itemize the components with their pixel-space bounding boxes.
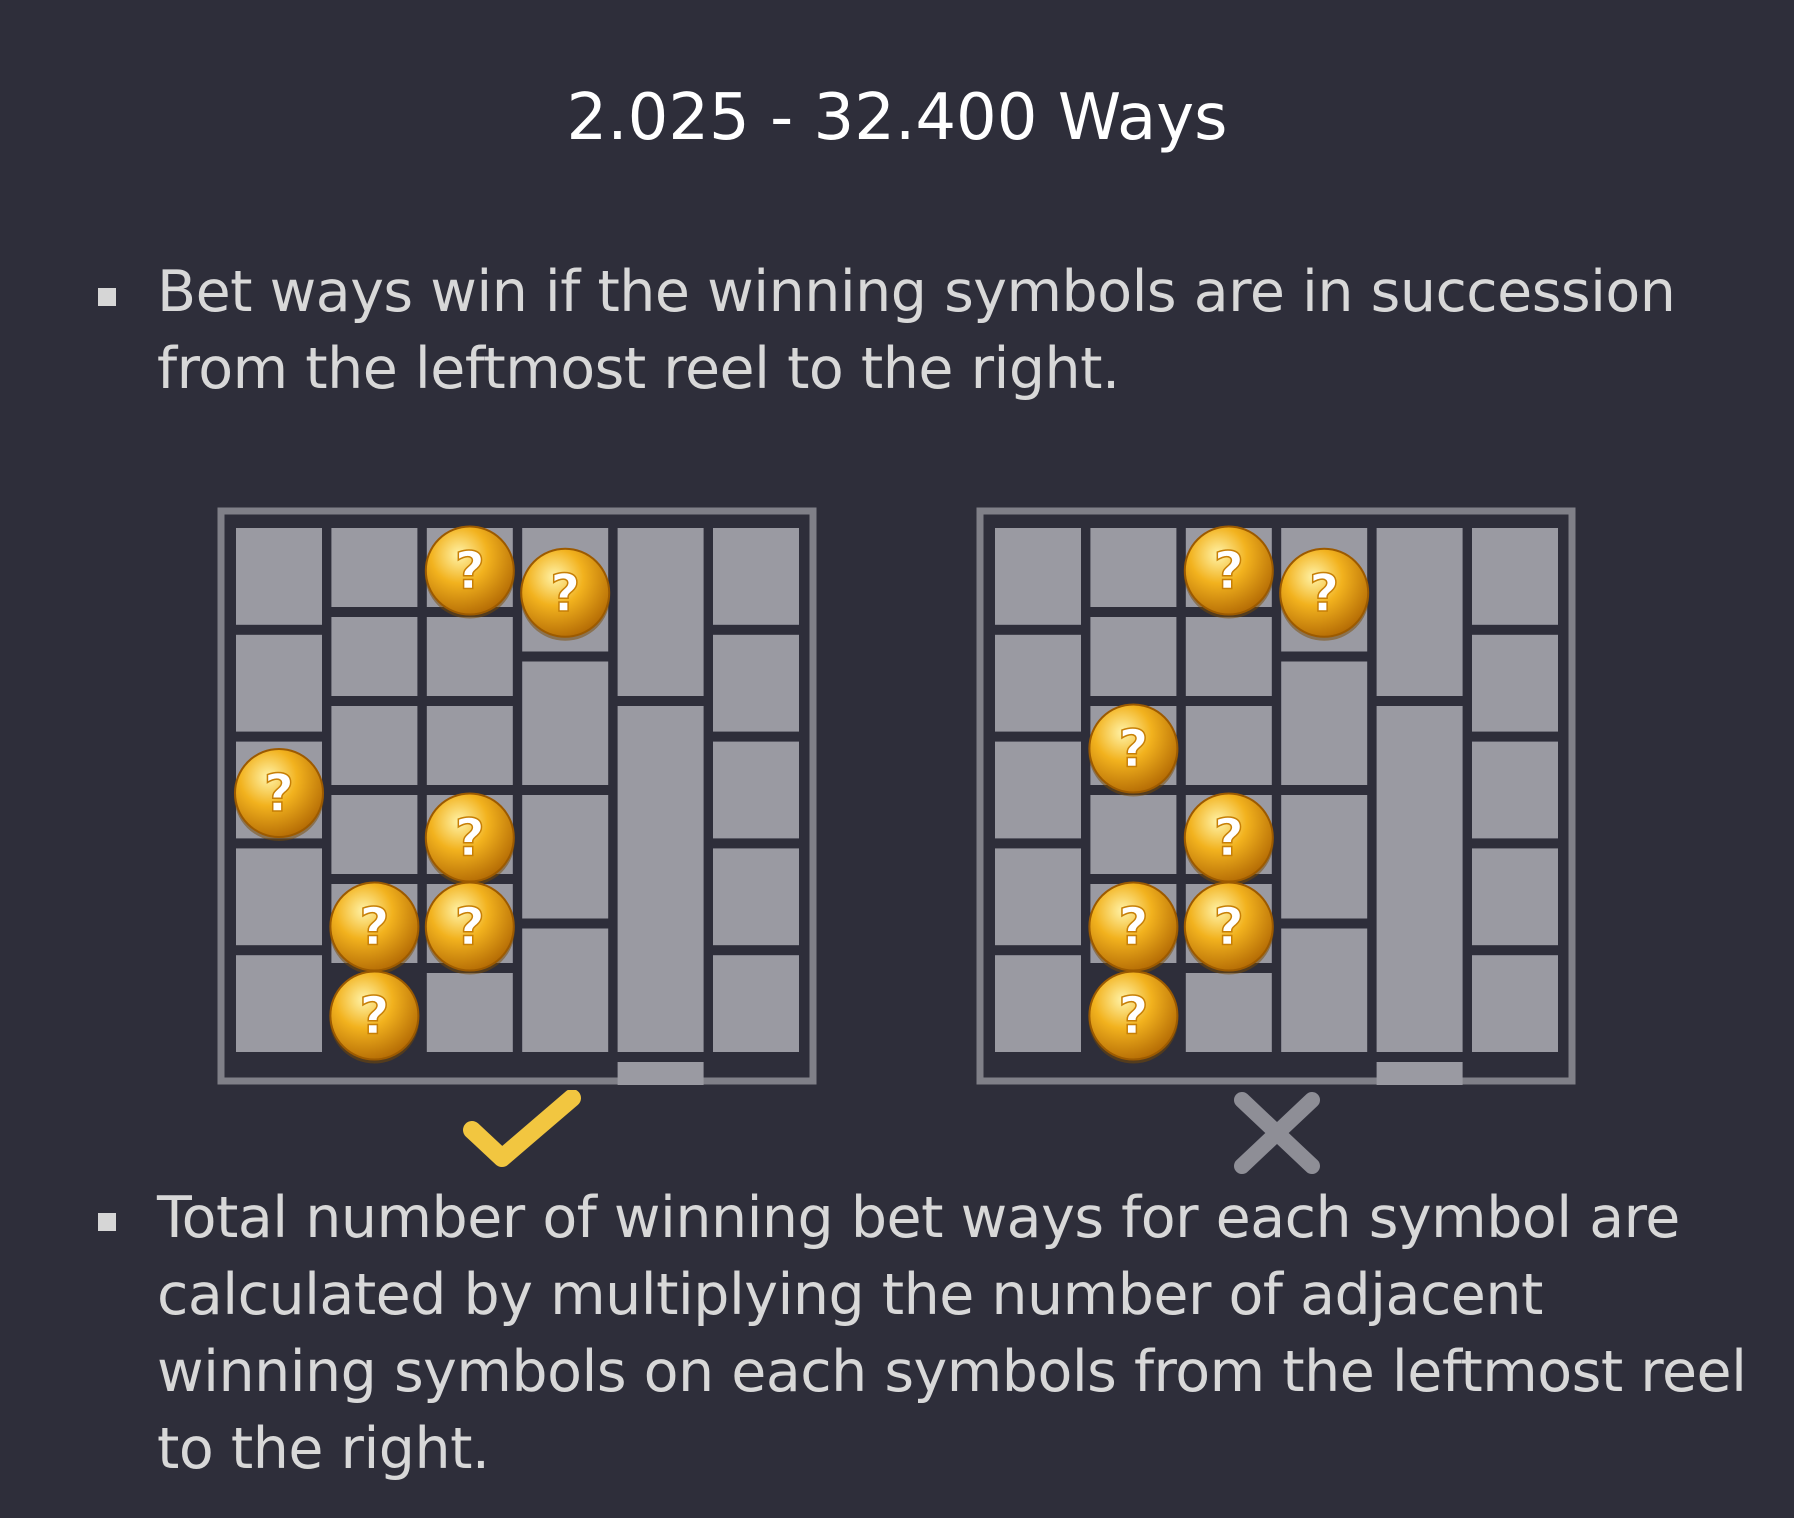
wild-symbol-icon: ? <box>424 792 515 886</box>
reel-block <box>1472 634 1558 732</box>
reel-block <box>1185 973 1272 1052</box>
reel-block <box>1472 955 1558 1052</box>
bullet-marker <box>98 288 116 306</box>
svg-text:?: ? <box>455 809 485 869</box>
reel-grid-valid: ??????? <box>217 507 817 1085</box>
reel-block <box>617 706 704 1052</box>
reel-block <box>713 848 799 946</box>
rule-succession-text: Bet ways win if the winning symbols are … <box>157 259 1676 402</box>
reel-block <box>236 955 322 1052</box>
reel-block <box>331 706 418 785</box>
reel-block <box>426 706 513 785</box>
reel-block <box>1472 528 1558 625</box>
reel-block <box>1090 617 1177 696</box>
reel-block <box>1090 528 1177 607</box>
reel-block <box>1376 1062 1463 1085</box>
wild-symbol-icon: ? <box>329 881 420 975</box>
svg-text:?: ? <box>1309 564 1339 624</box>
reel-block <box>236 528 322 625</box>
svg-text:?: ? <box>264 764 294 824</box>
svg-text:?: ? <box>1214 898 1244 958</box>
svg-text:?: ? <box>1214 542 1244 602</box>
reel-block <box>995 848 1081 946</box>
bullet-marker <box>98 1213 116 1231</box>
reel-block <box>713 955 799 1052</box>
reel-grid-invalid: ??????? <box>976 507 1576 1085</box>
wild-symbol-icon: ? <box>424 881 515 975</box>
reel-block <box>1281 661 1368 785</box>
page-title: 2.025 - 32.400 Ways <box>566 81 1228 155</box>
wild-symbol-icon: ? <box>424 525 515 619</box>
wild-symbol-icon: ? <box>329 970 420 1064</box>
reel-block <box>713 634 799 732</box>
reel-block <box>1376 706 1463 1052</box>
wild-symbol-icon: ? <box>1183 881 1274 975</box>
reel-block <box>1090 795 1177 874</box>
wild-symbol-icon: ? <box>1279 547 1370 641</box>
reel-block <box>522 661 609 785</box>
wild-symbol-icon: ? <box>1183 525 1274 619</box>
wild-symbol-icon: ? <box>1088 970 1179 1064</box>
reel-block <box>995 634 1081 732</box>
reel-block <box>1281 795 1368 919</box>
reel-block <box>995 741 1081 839</box>
reel-block <box>1376 528 1463 696</box>
wild-symbol-icon: ? <box>1088 881 1179 975</box>
svg-text:?: ? <box>550 564 580 624</box>
wild-symbol-icon: ? <box>234 748 324 841</box>
reel-block <box>331 795 418 874</box>
svg-text:?: ? <box>1118 720 1148 780</box>
reel-block <box>995 955 1081 1052</box>
reel-block <box>1185 706 1272 785</box>
reel-block <box>522 928 609 1052</box>
cross-icon <box>1234 1092 1320 1174</box>
reel-block <box>426 973 513 1052</box>
check-icon <box>463 1090 581 1167</box>
reel-block <box>1472 848 1558 946</box>
reel-block <box>995 528 1081 625</box>
reel-block <box>1281 928 1368 1052</box>
example-grid-valid: ??????? <box>217 507 817 1085</box>
reel-block <box>1472 741 1558 839</box>
reel-block <box>617 1062 704 1085</box>
reel-block <box>236 848 322 946</box>
rule-calculation-text: Total number of winning bet ways for eac… <box>157 1185 1747 1482</box>
reel-block <box>236 634 322 732</box>
reel-block <box>426 617 513 696</box>
reel-block <box>522 795 609 919</box>
reel-block <box>713 741 799 839</box>
svg-text:?: ? <box>1214 809 1244 869</box>
wild-symbol-icon: ? <box>1183 792 1274 886</box>
reel-block <box>331 617 418 696</box>
grid-frame <box>217 507 817 1085</box>
reel-block <box>617 528 704 696</box>
svg-text:?: ? <box>1118 898 1148 958</box>
svg-text:?: ? <box>359 987 389 1047</box>
svg-text:?: ? <box>455 898 485 958</box>
reel-block <box>331 528 418 607</box>
reel-block <box>713 528 799 625</box>
wild-symbol-icon: ? <box>1088 703 1179 797</box>
wild-symbol-icon: ? <box>520 547 611 641</box>
svg-text:?: ? <box>359 898 389 958</box>
svg-text:?: ? <box>1118 987 1148 1047</box>
reel-block <box>1185 617 1272 696</box>
svg-text:?: ? <box>455 542 485 602</box>
grid-frame <box>976 507 1576 1085</box>
example-grid-invalid: ??????? <box>976 507 1576 1085</box>
